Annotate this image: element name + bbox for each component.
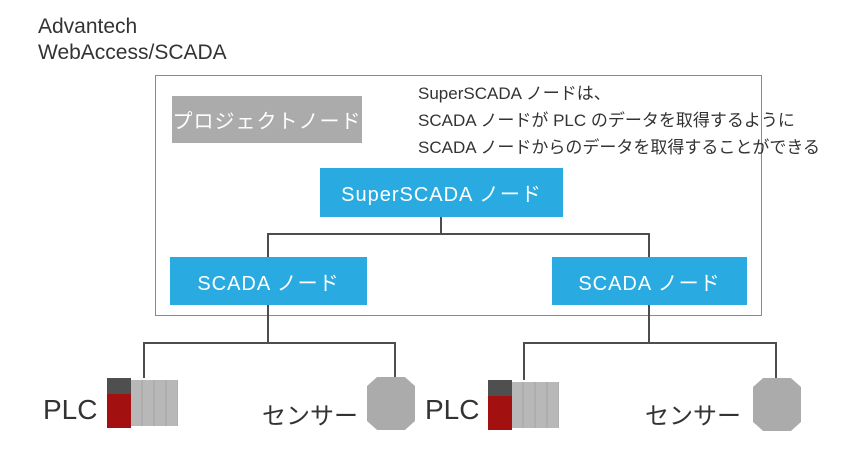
scada-group-frame [155, 75, 762, 316]
page-title: Advantech WebAccess/SCADA [38, 14, 227, 66]
connector-sensor-right-drop [775, 342, 777, 378]
connector-superscada-drop [440, 217, 442, 233]
sensor-right-label: センサー [645, 403, 741, 430]
annotation-line-3: SCADA ノードからのデータを取得することができる [418, 138, 821, 157]
plc-cpu-block [488, 380, 512, 396]
connector-scada-left-rise [267, 233, 269, 257]
title-line-1: Advantech [38, 15, 138, 38]
connector-scada-right-drop [648, 305, 650, 342]
annotation-line-1: SuperSCADA ノードは、 [418, 84, 611, 103]
scada-node-left: SCADA ノード [170, 257, 367, 305]
connector-bottom-left-horizontal [143, 342, 395, 344]
plc-red-block [488, 396, 512, 430]
connector-plc-left-drop [143, 342, 145, 378]
connector-top-horizontal [267, 233, 649, 235]
plc-icon [488, 380, 559, 430]
connector-scada-left-drop [267, 305, 269, 342]
plc-icon [107, 378, 178, 428]
title-line-2: WebAccess/SCADA [38, 41, 227, 64]
connector-sensor-left-drop [394, 342, 396, 377]
plc-right-label: PLC [425, 394, 480, 425]
project-node: プロジェクトノード [172, 96, 362, 143]
annotation-line-2: SCADA ノードが PLC のデータを取得するように [418, 111, 795, 130]
connector-scada-right-rise [648, 233, 650, 257]
scada-node-right: SCADA ノード [552, 257, 747, 305]
plc-red-block [107, 394, 131, 428]
superscada-node: SuperSCADA ノード [320, 168, 563, 217]
plc-left-label: PLC [43, 394, 98, 425]
sensor-icon [367, 377, 415, 430]
sensor-icon [753, 378, 801, 431]
sensor-left-label: センサー [262, 403, 358, 430]
plc-cpu-block [107, 378, 131, 394]
connector-plc-right-drop [523, 342, 525, 380]
connector-bottom-right-horizontal [523, 342, 776, 344]
annotation-text: SuperSCADA ノードは、 SCADA ノードが PLC のデータを取得す… [418, 80, 820, 161]
